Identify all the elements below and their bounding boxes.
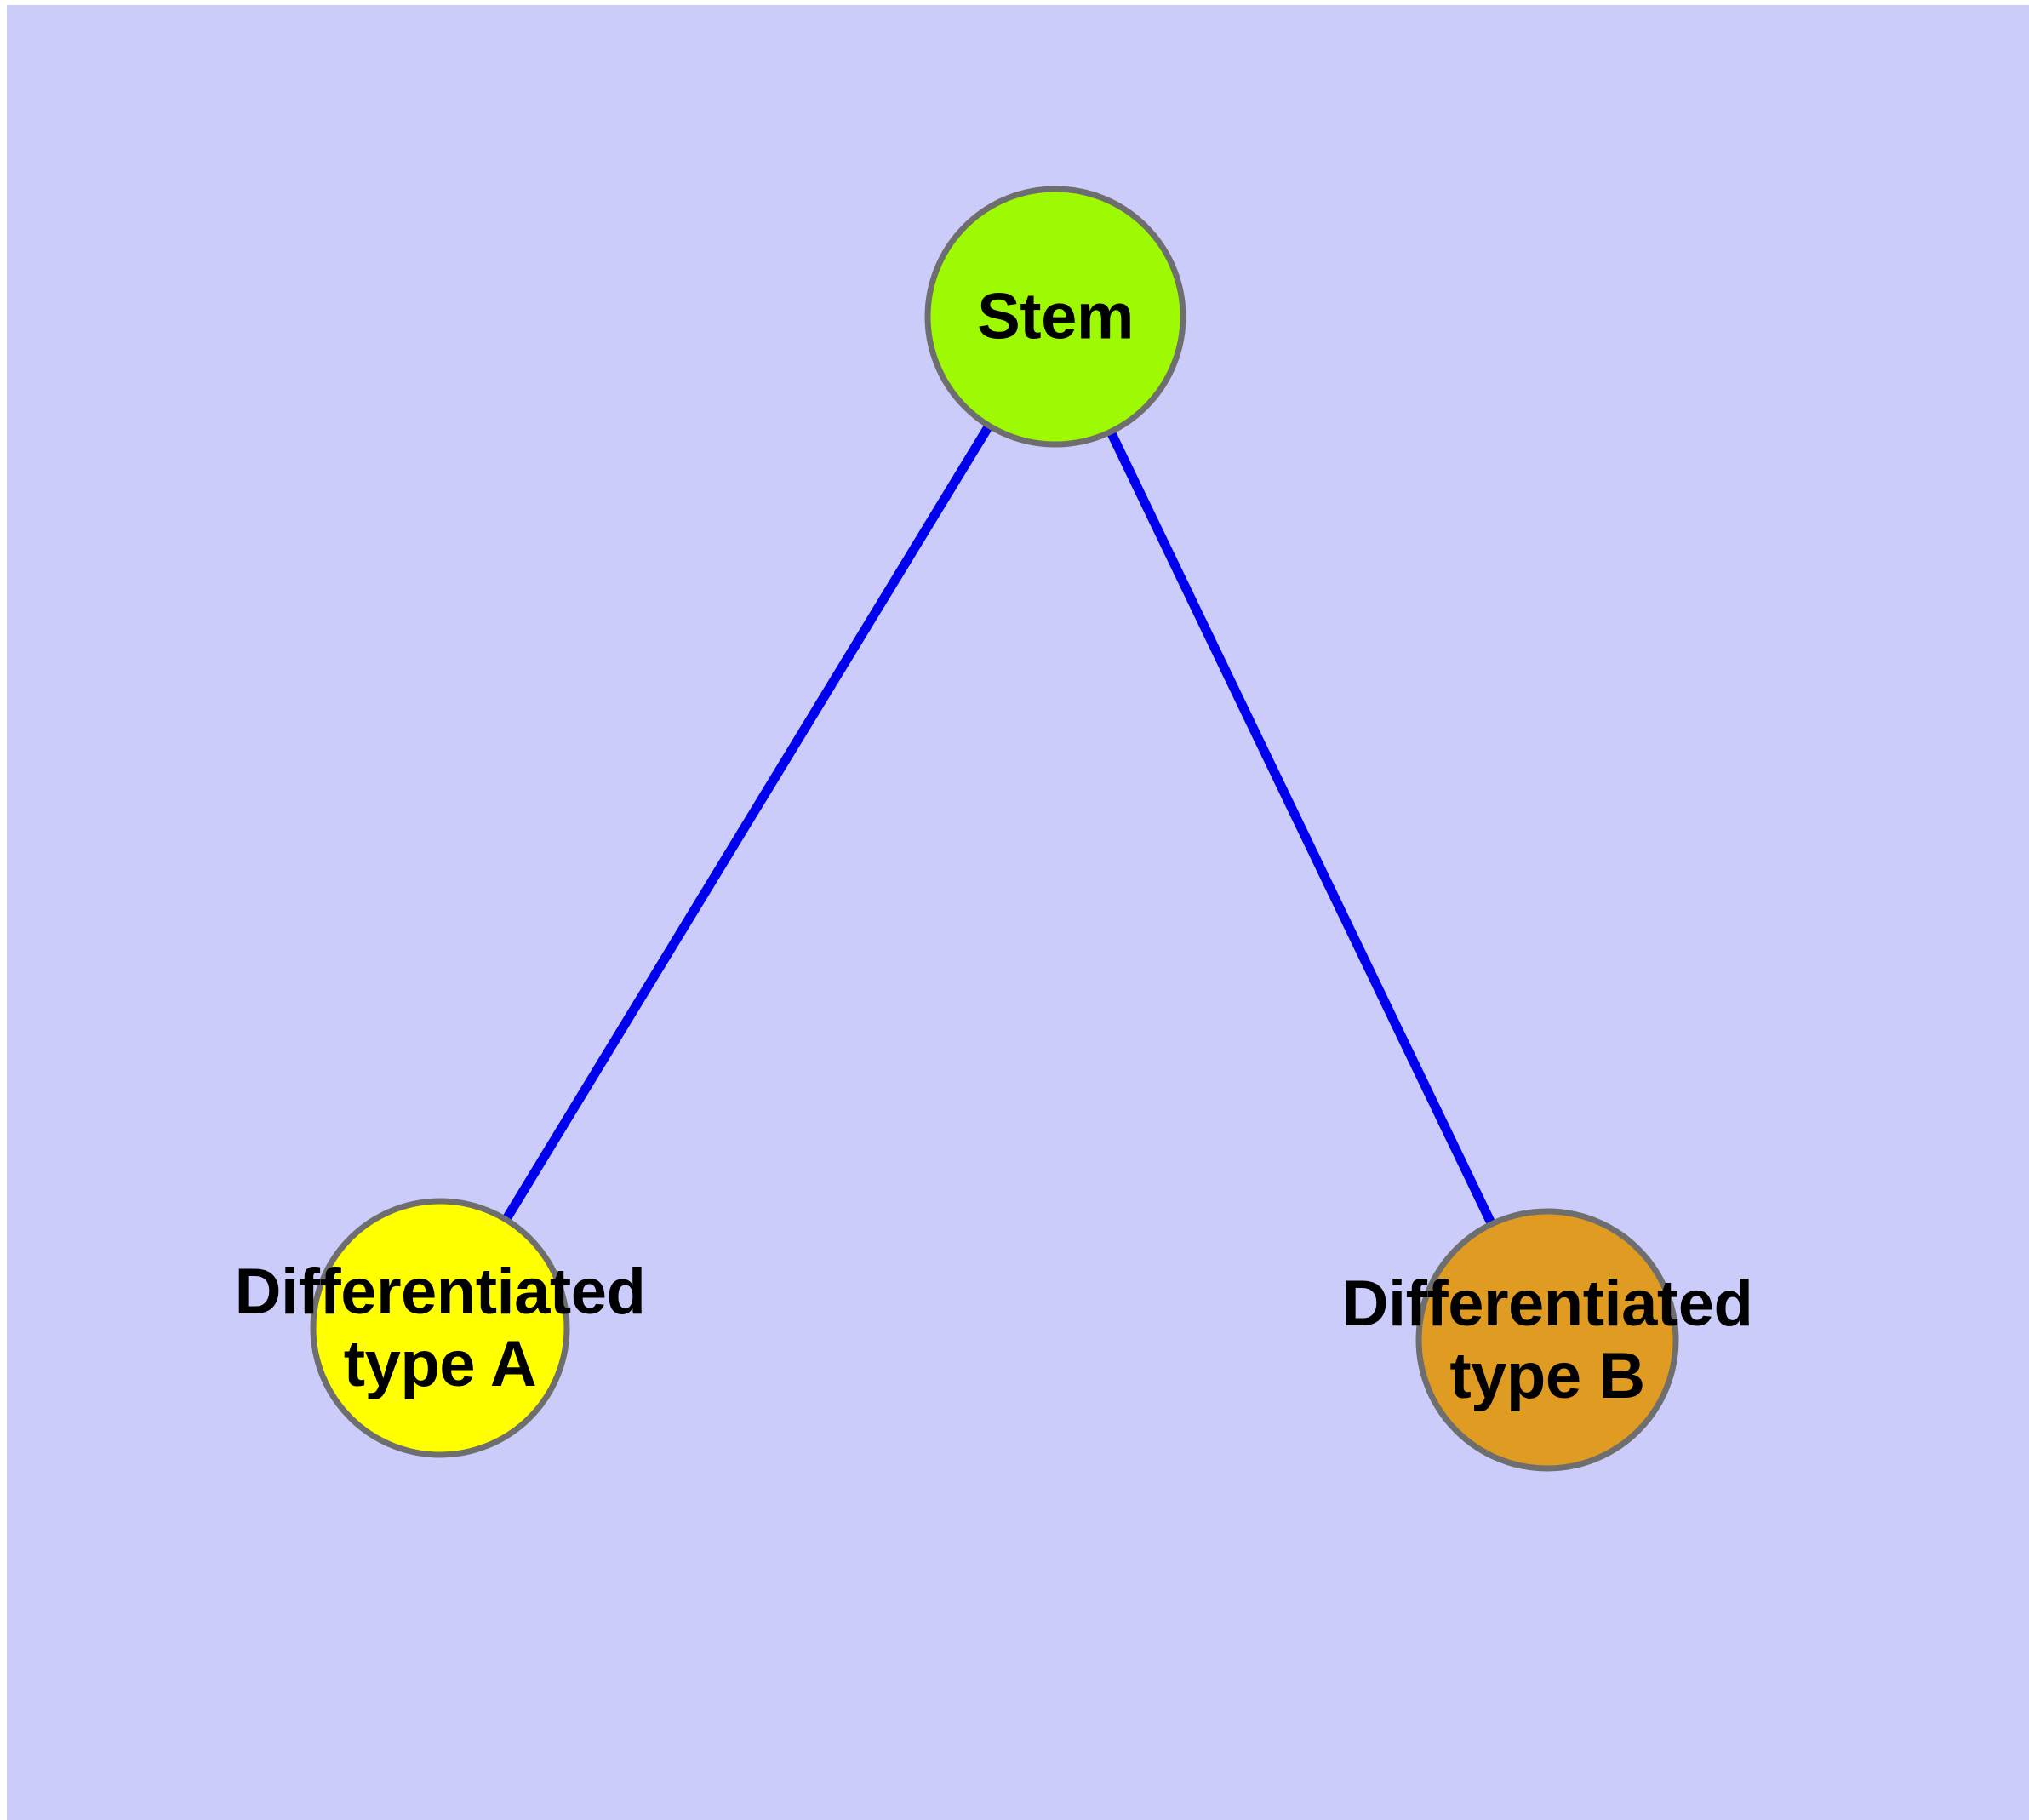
- node-layer: [310, 186, 1679, 1472]
- graph-edge-stem-diffA: [436, 314, 1060, 1331]
- graph-node-diffB[interactable]: [1415, 1208, 1679, 1472]
- graph-node-stem[interactable]: [924, 186, 1186, 448]
- graph-edge-stem-diffB: [1051, 314, 1552, 1342]
- graph-svg: [310, 186, 1679, 1472]
- graph-node-diffA[interactable]: [310, 1198, 570, 1458]
- edge-layer: [436, 314, 1552, 1342]
